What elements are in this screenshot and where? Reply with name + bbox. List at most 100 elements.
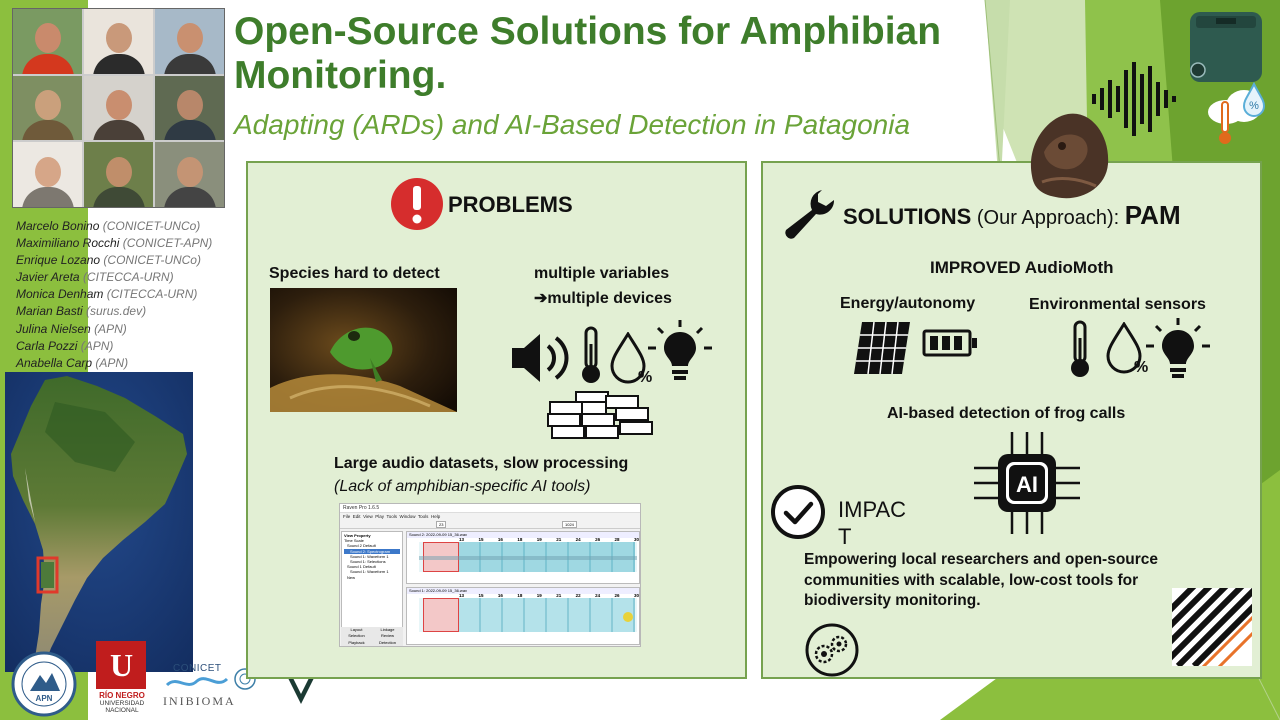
menu-item[interactable]: Help [430, 514, 441, 519]
menu-item[interactable]: Play [375, 514, 385, 519]
tick-label: 21 [556, 593, 562, 598]
panel-item[interactable]: Sound 2 Default [347, 543, 376, 549]
menu-item[interactable]: Window [399, 514, 416, 519]
panel-tabs: Layout Linkage Selection Review Playback… [341, 627, 403, 646]
tick-label: 21 [556, 537, 562, 542]
tick-label: 26 [614, 593, 620, 598]
impact-description: Empowering local researchers and open-so… [804, 551, 1159, 609]
software-title: Raven Pro 1.6.5 [343, 505, 380, 511]
conicet-wave-mark [165, 677, 229, 687]
tick-label: 28 [614, 537, 620, 542]
author-line: Javier Areta (CITECCA-URN) [16, 270, 174, 285]
team-photo [155, 9, 224, 74]
light-bulb-icon [648, 320, 712, 380]
unrn-logo: U RÍO NEGRO UNIVERSIDAD NACIONAL [96, 641, 148, 717]
audiomoth-device-icon [1190, 12, 1262, 82]
tick-label: 16 [497, 537, 503, 542]
team-photo [13, 9, 82, 74]
menu-item[interactable]: File [343, 514, 351, 519]
panel-tab[interactable]: Review [380, 633, 395, 639]
team-photo-collage [12, 8, 225, 208]
variables-line-1: multiple variables [534, 265, 670, 282]
menu-item[interactable]: Tools [417, 514, 429, 519]
solutions-heading-pam: PAM [1124, 200, 1181, 230]
solar-panel-icon [854, 321, 910, 375]
humidity-icon: % [610, 332, 652, 386]
tick-label: 22 [575, 593, 581, 598]
impact-heading: IMPACT [838, 497, 907, 549]
spectrogram-track-2: Sound 1: 2022-09-09 15_36.wav 13 15 16 1… [406, 587, 640, 645]
tick-label: 18 [517, 593, 523, 598]
humidity-icon: % [1106, 322, 1148, 376]
tick-label: 19 [536, 593, 542, 598]
unrn-logo-line1: RÍO NEGRO [99, 691, 145, 700]
panel-tab[interactable]: Layout [350, 627, 363, 632]
unrn-logo-line3: NACIONAL [105, 707, 139, 714]
team-photo [84, 75, 153, 141]
audio-software-screenshot: Raven Pro 1.6.5 File Edit View Play Tool… [339, 503, 641, 647]
panel-item[interactable]: Time Scale [344, 538, 364, 544]
ai-detection-label: AI-based detection of frog calls [887, 405, 1126, 422]
panel-item[interactable]: Sound 1 Default [347, 564, 376, 570]
team-photo [84, 9, 153, 74]
author-line: Carla Pozzi (APN) [16, 338, 114, 353]
unrn-logo-mark: U [96, 641, 146, 689]
solutions-heading: SOLUTIONS (Our Approach): PAM [843, 200, 1181, 231]
toad-photo [1030, 113, 1109, 199]
sound-wave-icon [1092, 62, 1176, 136]
author-line: Marcelo Bonino (CONICET-UNCo) [16, 219, 201, 233]
ai-chip-label: AI [1016, 472, 1038, 497]
poster-subtitle: Adapting (ARDs) and AI-Based Detection i… [234, 109, 911, 140]
warning-icon [391, 178, 443, 230]
conicet-inibioma-logo: CONICET INIBIOMA [163, 663, 261, 709]
zoom-box[interactable]: 1024 [562, 521, 577, 528]
wrench-icon [785, 190, 835, 239]
tick-label: 30 [633, 593, 639, 598]
panel-item[interactable]: Sound 1: Selections [350, 559, 386, 565]
panel-item[interactable]: Sound 1: Waveform 1 [350, 553, 389, 559]
tick-label: 15 [478, 593, 484, 598]
speaker-icon [512, 334, 569, 382]
energy-label: Energy/autonomy [840, 295, 976, 312]
problems-heading: PROBLEMS [448, 192, 573, 217]
spectrogram-area [419, 598, 637, 632]
title-line-2: Monitoring. [234, 54, 1014, 98]
menu-item[interactable]: Tools [386, 514, 397, 519]
panel-tab[interactable]: Detection [379, 639, 396, 645]
datasets-label: Large audio datasets, slow processing [334, 455, 629, 472]
unrn-logo-line2: UNIVERSIDAD [99, 700, 145, 707]
poster-title: Open-Source Solutions for Amphibian Moni… [234, 10, 1014, 98]
light-bulb-icon [1146, 318, 1210, 378]
thermometer-icon [582, 326, 600, 383]
cursor-highlight [623, 612, 633, 622]
panel-item[interactable]: New [347, 574, 356, 580]
author-line: Anabella Carp (APN) [16, 355, 129, 370]
apn-logo: APN [11, 651, 77, 717]
panel-item[interactable]: Sound 2: Spectrogram [344, 548, 400, 554]
money-stack-icon [547, 391, 653, 439]
humidity-percent-symbol: % [638, 369, 652, 386]
apn-logo-text: APN [36, 694, 53, 703]
tick-label: 13 [459, 537, 465, 542]
tick-label: 19 [536, 537, 542, 542]
tick-label: 30 [633, 537, 639, 542]
menu-item[interactable]: View [363, 514, 373, 519]
panel-tab[interactable]: Playback [348, 639, 365, 645]
software-titlebar: Raven Pro 1.6.5 [340, 504, 640, 513]
page-box[interactable]: 23 [436, 521, 447, 528]
author-list: Marcelo Bonino (CONICET-UNCo) Maximilian… [16, 218, 236, 372]
spectrogram-area [419, 542, 637, 572]
conicet-logo-text: CONICET [173, 663, 222, 674]
panel-item[interactable]: Sound 1: Waveform 1 [350, 569, 389, 575]
software-toolbar: 1024 23 [340, 520, 640, 529]
solutions-heading-main: SOLUTIONS [843, 204, 972, 229]
author-line: Maximiliano Rocchi (CONICET-APN) [16, 236, 213, 251]
datasets-note: (Lack of amphibian-specific AI tools) [334, 478, 591, 495]
team-photo [13, 142, 82, 207]
track-ticks: 13 15 16 18 19 21 22 24 26 30 [459, 593, 639, 598]
checkmark-circle-icon [771, 485, 825, 539]
panel-tab[interactable]: Selection [348, 633, 365, 639]
panel-tab[interactable]: Linkage [380, 627, 395, 632]
menu-item[interactable]: Edit [352, 514, 361, 519]
variables-line-2: ➔multiple devices [534, 290, 672, 307]
